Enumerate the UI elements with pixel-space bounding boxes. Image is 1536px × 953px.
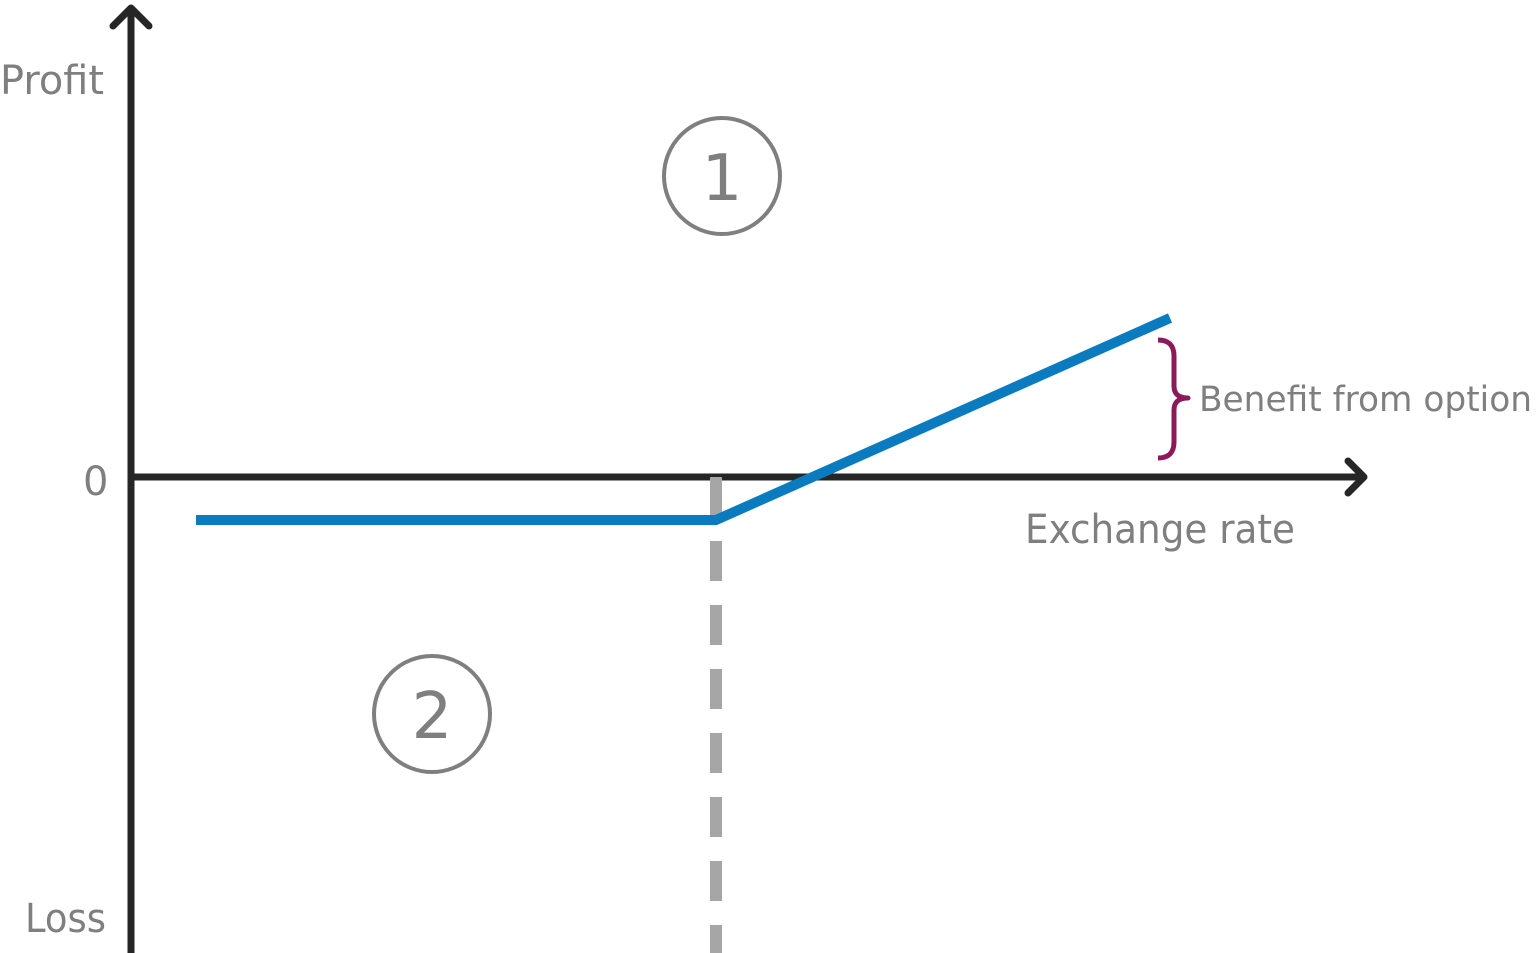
region-1-circle — [662, 116, 782, 236]
loss-label: Loss — [25, 896, 106, 942]
y-axis-arrowhead — [109, 4, 153, 30]
x-axis-arrowhead — [1344, 457, 1368, 497]
region-1-label: 1 — [702, 142, 743, 216]
benefit-brace — [1157, 337, 1191, 461]
region-2-circle — [372, 654, 492, 774]
origin-label: 0 — [83, 459, 108, 505]
payoff-line — [196, 313, 1173, 525]
benefit-label: Benefit from option — [1199, 380, 1532, 420]
profit-label: Profit — [0, 58, 104, 104]
x-axis-label: Exchange rate — [1025, 507, 1295, 553]
region-2-label: 2 — [412, 680, 453, 754]
